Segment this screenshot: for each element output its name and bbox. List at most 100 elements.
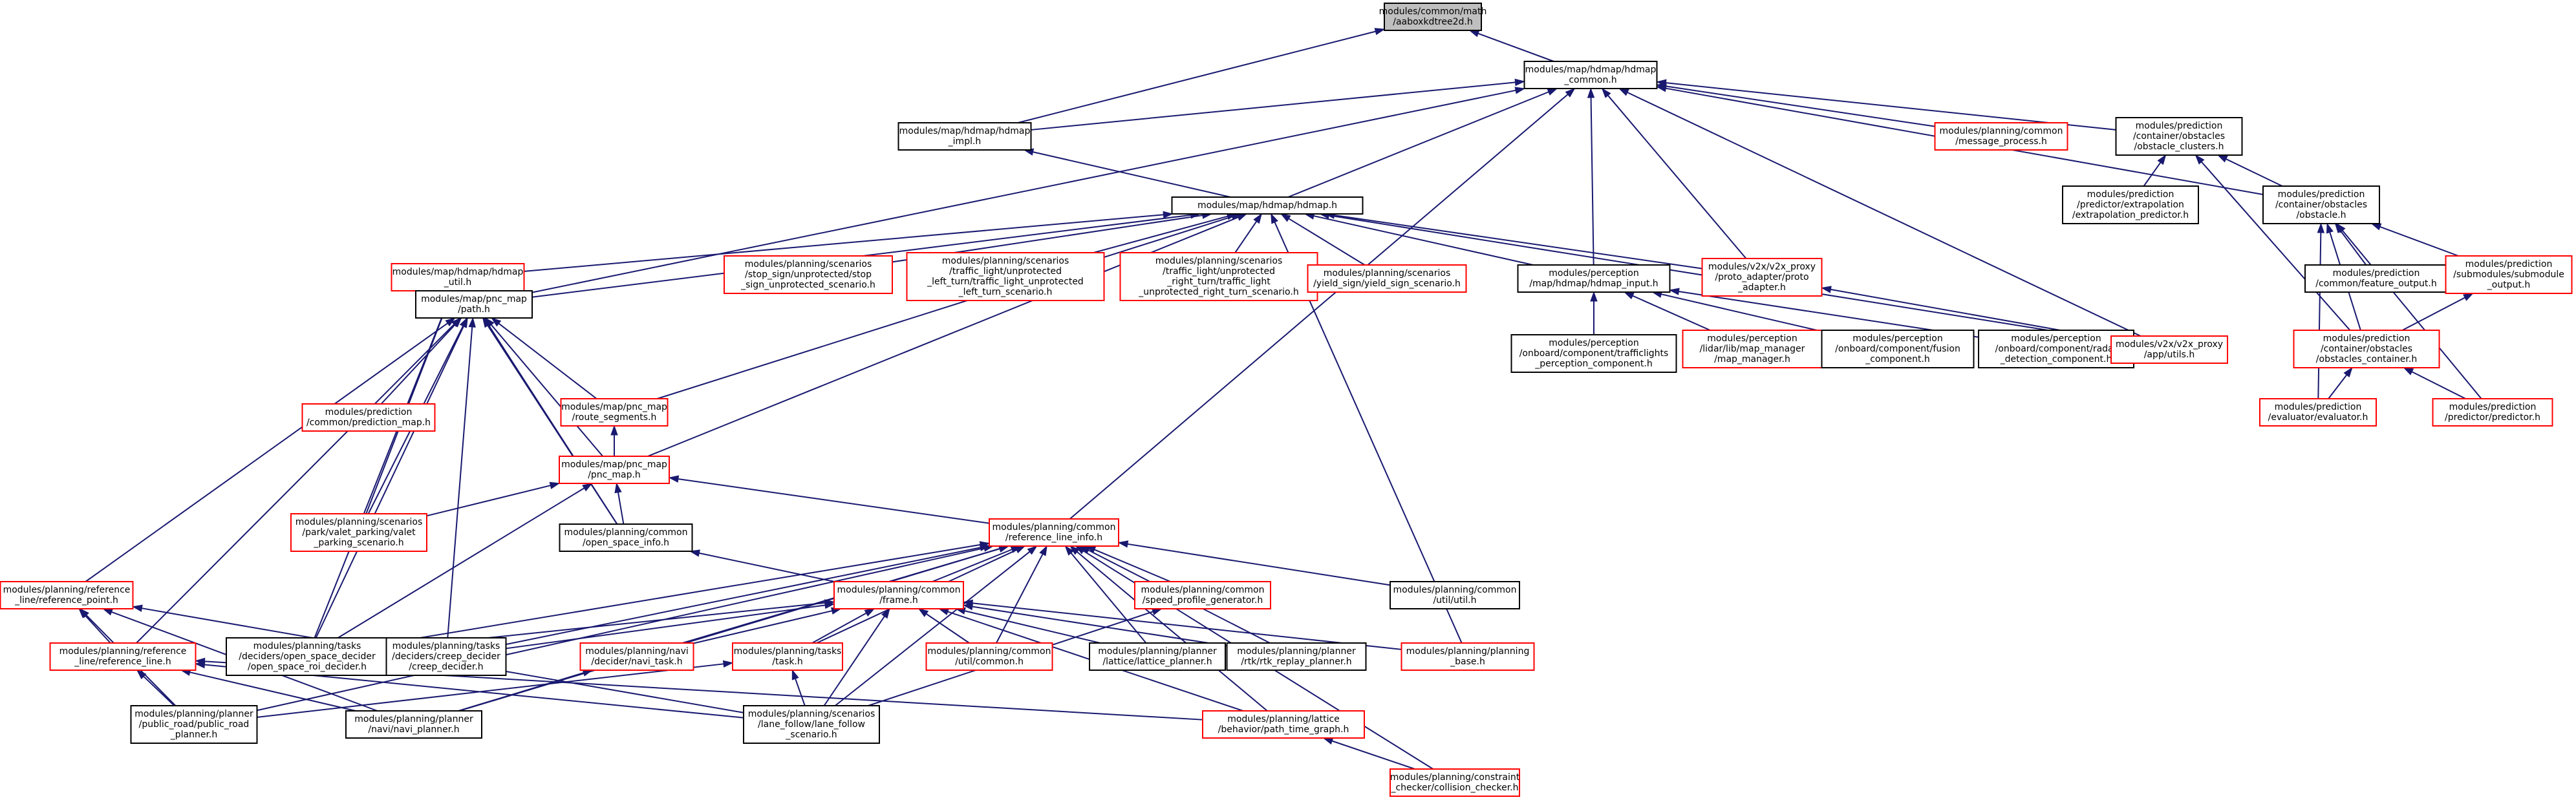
- edge-line: [2328, 374, 2348, 399]
- node-reference-point[interactable]: modules/planning/reference_line/referenc…: [0, 581, 134, 609]
- edge-arrowhead: [1253, 213, 1262, 224]
- node-feature-output[interactable]: modules/prediction/common/feature_output…: [2304, 264, 2448, 293]
- node-lane-follow[interactable]: modules/planning/scenarios/lane_follow/l…: [743, 705, 880, 744]
- node-map-manager[interactable]: modules/perception/lidar/lib/map_manager…: [1682, 330, 1823, 368]
- node-v2x-utils[interactable]: modules/v2x/v2x_proxy/app/utils.h: [2110, 335, 2228, 364]
- node-open-space-roi-decider[interactable]: modules/planning/tasks/deciders/open_spa…: [226, 637, 389, 676]
- node-creep-decider[interactable]: modules/planning/tasks/deciders/creep_de…: [385, 637, 507, 676]
- edge-line: [1017, 30, 1376, 123]
- node-label-line: modules/planning/common: [837, 585, 961, 595]
- node-label-line: /util/common.h: [955, 657, 1024, 667]
- node-label-line: /util/util.h: [1433, 595, 1476, 606]
- node-box: [345, 710, 482, 739]
- edge-line: [524, 214, 1164, 272]
- node-pnc-map[interactable]: modules/map/pnc_map/pnc_map.h: [559, 456, 670, 484]
- edge-arrowhead: [1514, 78, 1525, 87]
- edge-arrowhead: [791, 669, 799, 681]
- edge-line: [932, 549, 1013, 582]
- edge-arrowhead: [610, 425, 618, 436]
- edge-arrowhead: [1271, 213, 1278, 224]
- edge-predictor-to-obstacles-container: [2403, 367, 2466, 399]
- edge-arrowhead: [938, 608, 950, 616]
- node-collision-checker[interactable]: modules/planning/constraint_checker/coll…: [1390, 768, 1520, 797]
- node-frame[interactable]: modules/planning/common/frame.h: [833, 581, 964, 609]
- edge-arrowhead: [2335, 222, 2346, 233]
- node-extrapolation-predictor[interactable]: modules/prediction/predictor/extrapolati…: [2062, 185, 2199, 224]
- node-label-line: modules/planning/lattice: [1227, 714, 1340, 724]
- node-hdmap-common[interactable]: modules/map/hdmap/hdmap_common.h: [1523, 61, 1658, 89]
- edge-path-to-hdmap-common: [531, 87, 1526, 293]
- node-fusion-component[interactable]: modules/perception/onboard/component/fus…: [1821, 330, 1975, 368]
- node-box: [290, 513, 427, 552]
- node-stop-sign-scenario[interactable]: modules/planning/scenarios/stop_sign/unp…: [724, 255, 893, 294]
- node-label-line: modules/planning/reference: [3, 585, 131, 595]
- node-label-line: modules/perception: [1549, 338, 1638, 348]
- node-label-line: modules/planning/planner: [1237, 646, 1356, 657]
- node-yield-sign[interactable]: modules/planning/scenarios/yield_sign/yi…: [1307, 264, 1467, 293]
- edge-route-segments-to-path: [491, 317, 597, 399]
- node-reference-line[interactable]: modules/planning/reference_line/referenc…: [49, 642, 197, 671]
- edge-arrowhead: [1618, 88, 1629, 96]
- node-box: [2259, 398, 2377, 427]
- node-box: [559, 456, 670, 484]
- node-box: [579, 642, 694, 671]
- edge-line: [2201, 161, 2351, 331]
- edge-line: [1679, 291, 1979, 338]
- node-planning-base[interactable]: modules/planning/planning_base.h: [1401, 642, 1535, 671]
- node-label-line: modules/planning/constraint: [1390, 772, 1520, 783]
- node-lattice-planner[interactable]: modules/planning/planner/lattice/lattice…: [1089, 642, 1226, 671]
- node-open-space-info[interactable]: modules/planning/common/open_space_info.…: [559, 523, 693, 552]
- edge-line: [2342, 230, 2482, 399]
- node-prediction-map[interactable]: modules/prediction/common/prediction_map…: [301, 403, 436, 432]
- node-public-road-planner[interactable]: modules/planning/planner/public_road/pub…: [130, 705, 258, 744]
- node-proto-adapter[interactable]: modules/v2x/v2x_proxy/proto_adapter/prot…: [1701, 258, 1823, 297]
- node-path[interactable]: modules/map/pnc_map/path.h: [415, 290, 533, 319]
- edge-line: [491, 324, 603, 457]
- node-label-line: /public_road/public_road: [139, 719, 250, 730]
- edge-hdmap-input-to-hdmap-common: [1587, 87, 1595, 266]
- node-navi-task[interactable]: modules/planning/navi/decider/navi_task.…: [579, 642, 694, 671]
- node-trafficlights[interactable]: modules/perception/onboard/component/tra…: [1510, 334, 1677, 373]
- node-box: [2262, 185, 2380, 224]
- node-label-line: /proto_adapter/proto: [1715, 272, 1809, 282]
- edge-line: [136, 324, 455, 644]
- node-obstacles-container[interactable]: modules/prediction/container/obstacles/o…: [2293, 330, 2440, 368]
- edge-line: [1234, 221, 1258, 253]
- node-label-line: _output.h: [2487, 280, 2531, 290]
- node-evaluator[interactable]: modules/prediction/evaluator/evaluator.h: [2259, 398, 2377, 427]
- node-label-line: /reference_line_info.h: [1005, 533, 1102, 543]
- node-tl-right-turn[interactable]: modules/planning/scenarios/traffic_light…: [1119, 252, 1318, 301]
- node-util-common[interactable]: modules/planning/common/util/common.h: [925, 642, 1053, 671]
- node-label-line: modules/planning/planning: [1406, 646, 1530, 657]
- node-label-line: modules/map/hdmap/hdmap.h: [1197, 200, 1337, 211]
- node-common-util[interactable]: modules/planning/common/util/util.h: [1390, 581, 1520, 609]
- node-reference-line-info[interactable]: modules/planning/common/reference_line_i…: [989, 518, 1119, 547]
- node-radar-component[interactable]: modules/perception/onboard/component/rad…: [1978, 330, 2134, 368]
- edge-line: [1288, 218, 1366, 266]
- node-task[interactable]: modules/planning/tasks/task.h: [732, 642, 843, 671]
- node-hdmap-input[interactable]: modules/perception/map/hdmap/hdmap_input…: [1517, 264, 1671, 293]
- node-box: [301, 403, 436, 432]
- node-submodule-output[interactable]: modules/prediction/submodules/submodule_…: [2445, 255, 2573, 294]
- node-valet-parking[interactable]: modules/planning/scenarios/park/valet_pa…: [290, 513, 427, 552]
- edge-arrowhead: [1027, 545, 1038, 555]
- edge-line: [996, 553, 1044, 644]
- node-route-segments[interactable]: modules/map/pnc_map/route_segments.h: [560, 398, 669, 427]
- edge-frame-to-reference-line-info: [932, 545, 1022, 582]
- node-obstacle[interactable]: modules/prediction/container/obstacles/o…: [2262, 185, 2380, 224]
- node-speed-profile-generator[interactable]: modules/planning/common/speed_profile_ge…: [1134, 581, 1271, 609]
- node-message-process[interactable]: modules/planning/common/message_process.…: [1934, 122, 2068, 151]
- node-navi-planner[interactable]: modules/planning/planner/navi/navi_plann…: [345, 710, 482, 739]
- node-obstacle-clusters[interactable]: modules/prediction/container/obstacles/o…: [2115, 117, 2243, 156]
- node-tl-left-turn[interactable]: modules/planning/scenarios/traffic_light…: [906, 252, 1105, 301]
- edge-evaluator-to-obstacle: [2317, 222, 2325, 399]
- node-predictor[interactable]: modules/prediction/predictor/predictor.h: [2432, 398, 2553, 427]
- node-rtk-replay-planner[interactable]: modules/planning/planner/rtk/rtk_replay_…: [1226, 642, 1367, 671]
- node-hdmap-util[interactable]: modules/map/hdmap/hdmap_util.h: [391, 263, 525, 291]
- node-label-line: /onboard/component/fusion: [1835, 344, 1960, 354]
- node-path-time-graph[interactable]: modules/planning/lattice/behavior/path_t…: [1202, 710, 1365, 739]
- node-hdmap-impl[interactable]: modules/map/hdmap/hdmap_impl.h: [897, 122, 1032, 151]
- node-box: [0, 581, 134, 609]
- node-hdmap[interactable]: modules/map/hdmap/hdmap.h: [1171, 196, 1364, 215]
- edge-predictor-to-obstacle: [2335, 222, 2482, 399]
